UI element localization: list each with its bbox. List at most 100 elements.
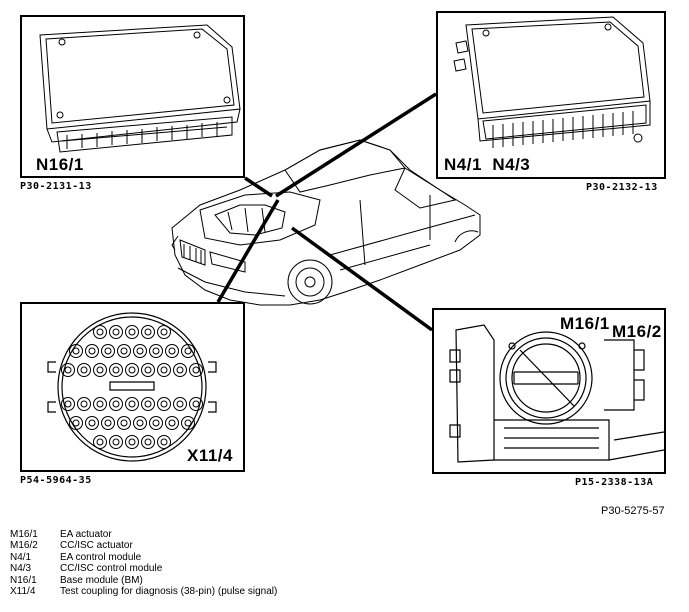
connector-pin [141, 325, 155, 339]
connector-pin [165, 416, 179, 430]
connector-pin-socket [152, 419, 160, 427]
connector-pin [85, 416, 99, 430]
connector-pin-socket [160, 438, 168, 446]
connector-pin-socket [96, 328, 104, 336]
legend-item: N16/1 Base module (BM) [10, 575, 277, 586]
connector-pin-socket [128, 328, 136, 336]
connector-pin-socket [88, 347, 96, 355]
connector-pin [141, 363, 155, 377]
ref-top-right: P30-2132-13 [586, 182, 658, 193]
connector-pin [77, 397, 91, 411]
panel-control-modules: N4/1 N4/3 [436, 11, 666, 179]
callout-n4-1-n4-3: N4/1 N4/3 [444, 155, 531, 174]
callout-n16-1: N16/1 [36, 155, 84, 174]
connector-pin-socket [144, 328, 152, 336]
connector-pin [125, 435, 139, 449]
connector-pin-socket [104, 347, 112, 355]
connector-pin [165, 344, 179, 358]
connector-pin-socket [192, 366, 200, 374]
connector-pin-socket [112, 328, 120, 336]
connector-pin [109, 363, 123, 377]
connector-pin [133, 416, 147, 430]
connector-pin-socket [152, 347, 160, 355]
connector-pin-socket [88, 419, 96, 427]
legend: M16/1 EA actuator M16/2 CC/ISC actuator … [10, 529, 277, 597]
legend-code: X11/4 [10, 586, 36, 598]
connector-pin-socket [112, 438, 120, 446]
connector-pin [117, 416, 131, 430]
connector-pin [157, 325, 171, 339]
connector-pin-socket [176, 400, 184, 408]
connector-pin-socket [112, 366, 120, 374]
connector-pin [61, 397, 75, 411]
connector-pin-socket [144, 438, 152, 446]
connector-pin [181, 344, 195, 358]
connector-pin [125, 363, 139, 377]
connector-pin-socket [96, 366, 104, 374]
connector-pin-socket [96, 400, 104, 408]
connector-pin [157, 435, 171, 449]
panel-test-coupling: X11/4 [20, 302, 245, 472]
legend-code: M16/1 [10, 529, 38, 540]
legend-item: N4/1 EA control module [10, 552, 277, 563]
connector-pin [93, 435, 107, 449]
control-module-drawing [453, 16, 651, 148]
panel-actuators: M16/1 M16/2 [432, 308, 666, 474]
connector-pin-socket [160, 366, 168, 374]
ref-bottom-left: P54-5964-35 [20, 475, 92, 486]
connector-pin-socket [80, 366, 88, 374]
connector-pin [125, 397, 139, 411]
figure-id: P30-5275-57 [601, 505, 665, 517]
connector-pin-socket [168, 419, 176, 427]
connector-pin [109, 435, 123, 449]
connector-pin-socket [64, 400, 72, 408]
connector-pin-socket [64, 366, 72, 374]
connector-pin-socket [128, 400, 136, 408]
legend-item: N4/3 CC/ISC control module [10, 563, 277, 574]
callout-m16-1: M16/1 [560, 314, 610, 333]
connector-pin [189, 363, 203, 377]
legend-code: N4/1 [10, 551, 32, 563]
panel-base-module: N16/1 [20, 15, 245, 178]
legend-item: X11/4 Test coupling for diagnosis (38-pi… [10, 586, 277, 597]
connector-pin-socket [104, 419, 112, 427]
connector-pin [149, 344, 163, 358]
legend-desc: CC/ISC control module [60, 563, 163, 575]
connector-pin [141, 435, 155, 449]
connector-pin-socket [136, 419, 144, 427]
base-module-drawing [39, 24, 241, 153]
legend-desc: EA control module [60, 551, 142, 563]
connector-pin-socket [128, 366, 136, 374]
connector-pin-socket [144, 366, 152, 374]
connector-pin-socket [96, 438, 104, 446]
legend-desc: Test coupling for diagnosis (38-pin) (pu… [60, 586, 278, 598]
legend-item: M16/1 EA actuator [10, 529, 277, 540]
connector-pin [117, 344, 131, 358]
connector-pin [101, 416, 115, 430]
connector-pin-socket [184, 347, 192, 355]
connector-pin-socket [168, 347, 176, 355]
legend-desc: Base module (BM) [60, 574, 143, 586]
connector-pin [133, 344, 147, 358]
actuator-drawing [449, 324, 664, 463]
connector-pin [85, 344, 99, 358]
connector-pin [93, 397, 107, 411]
callout-x11-4: X11/4 [187, 446, 233, 465]
connector-pin [149, 416, 163, 430]
connector-pin-socket [72, 347, 80, 355]
connector-pin-socket [176, 366, 184, 374]
connector-pin [69, 344, 83, 358]
connector-pin [181, 416, 195, 430]
connector-pin-socket [128, 438, 136, 446]
connector-pin-socket [72, 419, 80, 427]
connector-pin-socket [160, 400, 168, 408]
connector-pin-socket [184, 419, 192, 427]
connector-pin [157, 363, 171, 377]
legend-code: N16/1 [10, 574, 37, 586]
connector-pin-socket [144, 400, 152, 408]
connector-pin [173, 363, 187, 377]
connector-pin [109, 397, 123, 411]
callout-m16-2: M16/2 [612, 322, 662, 341]
connector-pin [141, 397, 155, 411]
